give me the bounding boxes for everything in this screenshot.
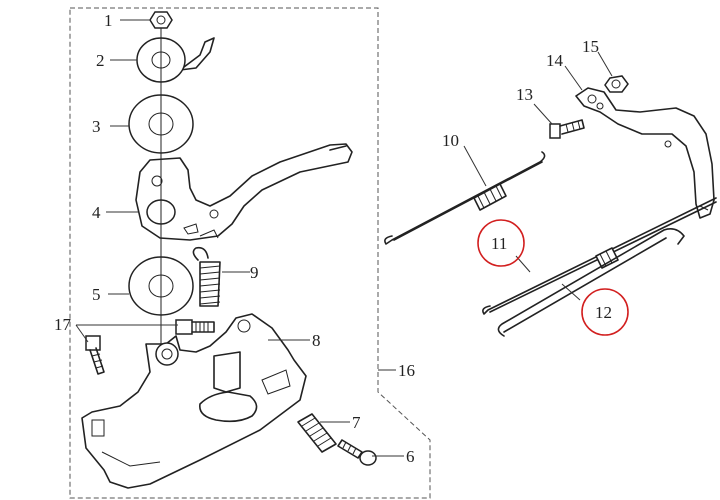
callout-4: 4 <box>92 203 101 222</box>
callout-3: 3 <box>92 117 101 136</box>
part-17-bolts <box>85 319 215 375</box>
leader-lines <box>75 19 613 457</box>
callout-6: 6 <box>406 447 415 466</box>
part-14-control-arm <box>575 87 715 219</box>
callout-13: 13 <box>516 85 533 104</box>
callout-5: 5 <box>92 285 101 304</box>
callout-14: 14 <box>546 51 564 70</box>
callout-15: 15 <box>582 37 599 56</box>
highlight-circle-12 <box>581 288 629 336</box>
assembly-boundary <box>69 7 431 499</box>
part-12-rod <box>497 228 685 337</box>
callout-2: 2 <box>96 51 105 70</box>
callout-11: 11 <box>491 234 507 253</box>
part-10-spring-rod <box>384 151 546 245</box>
callout-16: 16 <box>398 361 415 380</box>
part-9-spring <box>192 246 221 307</box>
callout-9: 9 <box>250 263 259 282</box>
part-8-base-bracket <box>81 313 307 489</box>
callout-12: 12 <box>595 303 612 322</box>
part-7-spring <box>297 413 337 453</box>
callout-10: 10 <box>442 131 459 150</box>
part-13-bolt <box>549 119 585 139</box>
part-1-nut <box>149 11 173 29</box>
callout-8: 8 <box>312 331 321 350</box>
part-15-nut <box>604 75 629 93</box>
part-11-spring-rod <box>482 197 717 315</box>
callout-7: 7 <box>352 413 361 432</box>
part-2-washer-bracket <box>136 37 215 83</box>
highlight-circle-11 <box>477 219 525 267</box>
callout-17: 17 <box>54 315 72 334</box>
part-6-bolt <box>337 439 377 466</box>
callout-1: 1 <box>104 11 113 30</box>
part-4-lever-plate <box>135 143 353 241</box>
